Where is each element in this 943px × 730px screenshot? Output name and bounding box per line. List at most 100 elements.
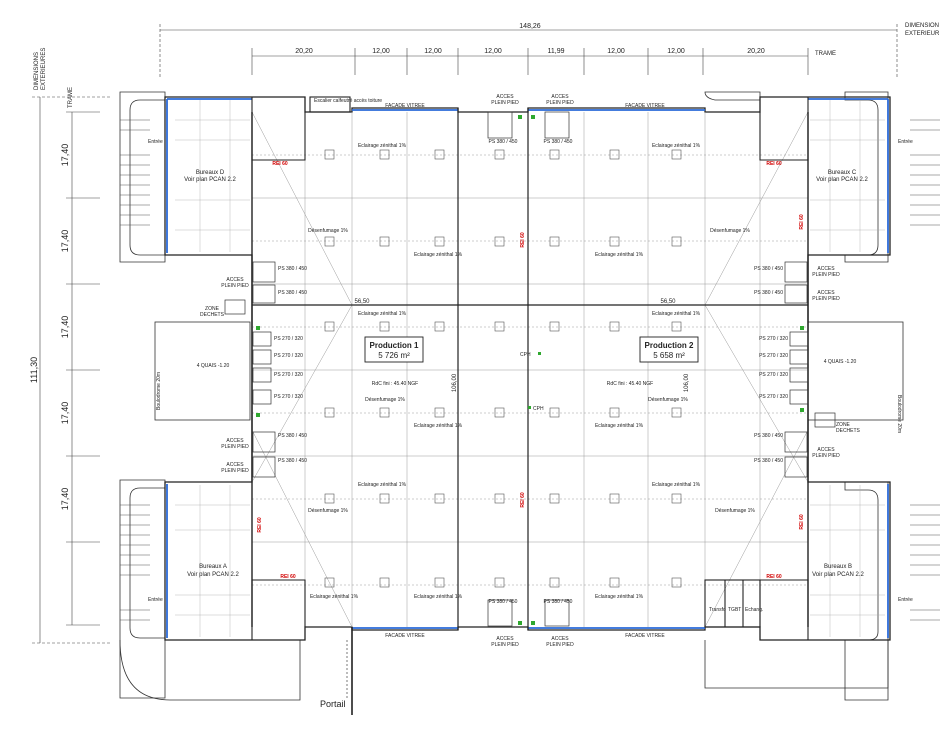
- desenfumage-6: Désenfumage 1%: [715, 508, 755, 514]
- production-1-area: 5 726 m²: [378, 351, 410, 360]
- ps-left-1: PS 270 / 320: [274, 336, 303, 342]
- acces-top-right-2: PLEIN PIED: [546, 100, 574, 106]
- bureaux-b-ref: Voir plan PCAN 2.2: [812, 572, 864, 578]
- bureaux-a-name: Bureaux A: [199, 564, 227, 570]
- ps-right-1: PS 270 / 320: [759, 336, 788, 342]
- exterior-label-right-1: DIMENSION: [905, 23, 939, 29]
- acces-left-1b: PLEIN PIED: [221, 283, 249, 289]
- production-2-name: Production 2: [645, 341, 694, 350]
- zone-dechets-left-2: DECHETS: [200, 312, 225, 318]
- exterior-label-left-2: EXTERIEURES: [41, 48, 47, 90]
- acces-top-right-1: ACCES: [551, 94, 569, 100]
- production-1-name: Production 1: [370, 341, 419, 350]
- depth-left: 106,00: [452, 373, 458, 392]
- dock-aprons: [154, 321, 904, 421]
- vertical-span-2: 17,40: [60, 230, 70, 253]
- ps-left-2: PS 270 / 320: [274, 353, 303, 359]
- pf-bottom-1: PS 380 / 450: [489, 599, 518, 605]
- ps-right-3: PS 270 / 320: [759, 372, 788, 378]
- production-2-box: Production 2 5 658 m²: [639, 336, 699, 363]
- acces-bottom-left-1: ACCES: [496, 636, 514, 642]
- rei-right-wall-top: REI 60: [799, 214, 805, 230]
- acces-right-3a: ACCES: [817, 447, 835, 453]
- eclairage-5: Eclairage zénithal 1%: [358, 311, 407, 317]
- pf-top-1: PS 380 / 450: [489, 139, 518, 145]
- desenfumage-labels: Désenfumage 1% Désenfumage 1% Désenfumag…: [308, 228, 755, 514]
- acces-left-3a: ACCES: [226, 462, 244, 468]
- acces-left-2a: ACCES: [226, 438, 244, 444]
- eclairage-8: Eclairage zénithal 1%: [595, 423, 644, 429]
- acces-top-left-1: ACCES: [496, 94, 514, 100]
- eclairage-12: Eclairage zénithal 1%: [414, 594, 463, 600]
- acces-left-3b: PLEIN PIED: [221, 468, 249, 474]
- pf-right-3: PS 380 / 450: [754, 433, 783, 439]
- trame-span-7: 12,00: [667, 48, 685, 55]
- access-markers: [256, 115, 804, 625]
- parking-stalls: [120, 119, 940, 621]
- vertical-span-labels: 17,40 17,40 17,40 17,40 17,40: [60, 144, 70, 511]
- structural-grid: [251, 111, 809, 628]
- trame-span-labels: 20,20 12,00 12,00 12,00 11,99 12,00 12,0…: [295, 48, 765, 55]
- acces-bottom-right-2: PLEIN PIED: [546, 642, 574, 648]
- bureaux-b-name: Bureaux B: [824, 564, 852, 570]
- portail-label: Portail: [320, 699, 346, 709]
- ps-left-4: PS 270 / 320: [274, 394, 303, 400]
- eclairage-9: Eclairage zénithal 1%: [358, 482, 407, 488]
- facade-bottom-left: FACADE VITREE: [385, 633, 425, 639]
- escalier-label: Escalier calfeutré accès toiture: [314, 98, 382, 104]
- quais-left: 4 QUAIS -1.20: [197, 363, 230, 369]
- rei-firewall-bottom: REI 60: [520, 492, 526, 508]
- cph-1: CPH: [520, 352, 531, 358]
- pf-right-1: PS 380 / 450: [754, 266, 783, 272]
- acces-right-3b: PLEIN PIED: [812, 453, 840, 459]
- trame-span-1: 20,20: [295, 48, 313, 55]
- acces-right-2a: ACCES: [817, 290, 835, 296]
- inner-span-left: 56,50: [354, 299, 370, 305]
- eclairage-10: Eclairage zénithal 1%: [652, 482, 701, 488]
- eclairage-11: Eclairage zénithal 1%: [310, 594, 359, 600]
- quais-right: 4 QUAIS -1.20: [824, 359, 857, 365]
- rdc-right: RdC fini : 45.40 NGF: [607, 381, 653, 387]
- entree-a: Entrée: [148, 597, 163, 603]
- pf-left-4: PS 380 / 450: [278, 458, 307, 464]
- door-size-labels: PS 380 / 450 PS 380 / 450 PS 380 / 450 P…: [274, 139, 788, 605]
- eclairage-13: Eclairage zénithal 1%: [595, 594, 644, 600]
- transfo-label: Transfo: [709, 607, 726, 613]
- rei-firewall-top: REI 60: [520, 232, 526, 248]
- entree-b: Entrée: [898, 597, 913, 603]
- desenfumage-2: Désenfumage 1%: [710, 228, 750, 234]
- trame-span-6: 12,00: [607, 48, 625, 55]
- facade-top-right: FACADE VITREE: [625, 103, 665, 109]
- trame-span-8: 20,20: [747, 48, 765, 55]
- trame-span-3: 12,00: [424, 48, 442, 55]
- acces-right-2b: PLEIN PIED: [812, 296, 840, 302]
- skylights: [324, 149, 682, 588]
- eclairage-3: Eclairage zénithal 1%: [414, 252, 463, 258]
- total-width-label: 148,26: [519, 23, 541, 30]
- tgbt-label: TGBT: [728, 607, 741, 613]
- desenfumage-3: Désenfumage 1%: [365, 397, 405, 403]
- vertical-span-5: 17,40: [60, 488, 70, 511]
- acces-bottom-left-2: PLEIN PIED: [491, 642, 519, 648]
- rei-left-wall: REI 60: [257, 517, 263, 533]
- exterior-label-right-2: EXTERIEUR: [905, 31, 940, 37]
- total-height-label: 111,30: [29, 357, 39, 383]
- cph-2: CPH: [533, 406, 544, 412]
- office-grids: [175, 100, 885, 637]
- pf-top-2: PS 380 / 450: [544, 139, 573, 145]
- acces-right-1b: PLEIN PIED: [812, 272, 840, 278]
- bureaux-c-name: Bureaux C: [828, 170, 857, 176]
- pf-left-2: PS 380 / 450: [278, 290, 307, 296]
- acces-left-2b: PLEIN PIED: [221, 444, 249, 450]
- trame-span-2: 12,00: [372, 48, 390, 55]
- facade-top-left: FACADE VITREE: [385, 103, 425, 109]
- vertical-span-1: 17,40: [60, 144, 70, 167]
- entree-d: Entrée: [148, 139, 163, 145]
- pf-left-1: PS 380 / 450: [278, 266, 307, 272]
- sprinklage-label: Echang.: [745, 607, 763, 613]
- acces-labels: ACCES PLEIN PIED ACCES PLEIN PIED ACCES …: [221, 94, 840, 648]
- acces-right-1a: ACCES: [817, 266, 835, 272]
- facade-bottom-right: FACADE VITREE: [625, 633, 665, 639]
- eclairage-1: Eclairage zénithal 1%: [358, 143, 407, 149]
